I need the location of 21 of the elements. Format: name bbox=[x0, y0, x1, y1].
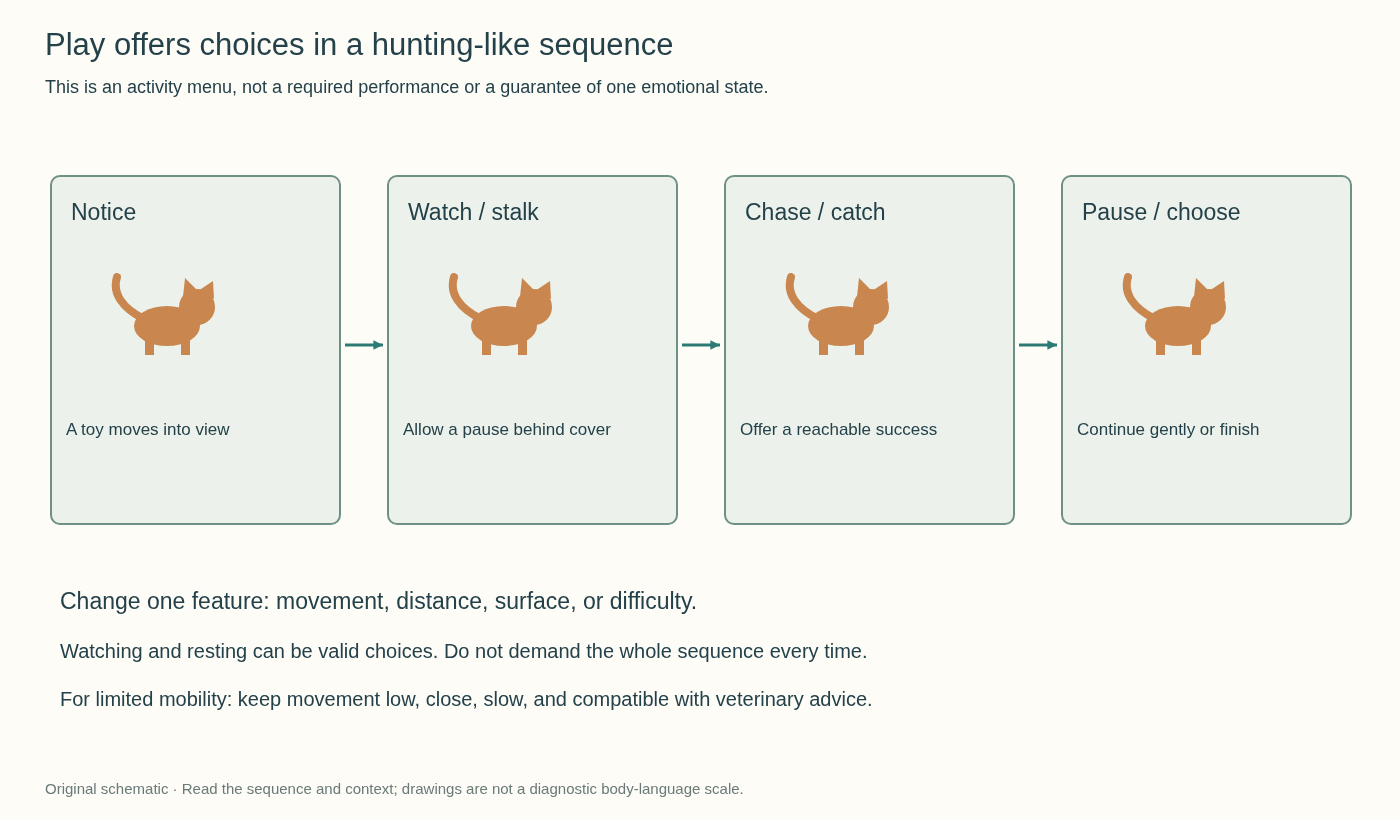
note-text: Watching and resting can be valid choices. Do not demand the whole sequence every time. bbox=[60, 640, 868, 663]
card-text: Offer a reachable success bbox=[740, 420, 938, 440]
subtitle: This is an activity menu, not a required performance or a guarantee of one emotional state. bbox=[45, 77, 769, 98]
card-heading: Watch / stalk bbox=[408, 199, 539, 226]
note-text: For limited mobility: keep movement low, close, slow, and compatible with veterinary advice. bbox=[60, 688, 873, 711]
card-heading: Pause / choose bbox=[1082, 199, 1241, 226]
card-heading: Chase / catch bbox=[745, 199, 886, 226]
diagram-title: Play offers choices in a hunting-like sequence bbox=[45, 27, 674, 63]
card-text: A toy moves into view bbox=[66, 420, 230, 440]
arrow bbox=[345, 340, 383, 350]
step-card bbox=[724, 175, 1015, 525]
card-text: Allow a pause behind cover bbox=[403, 420, 611, 440]
footnote: Original schematic · Read the sequence and context; drawings are not a diagnostic body-language scale. bbox=[45, 780, 744, 797]
card-heading: Notice bbox=[71, 199, 137, 226]
arrow bbox=[1019, 340, 1057, 350]
card-text: Continue gently or finish bbox=[1077, 420, 1260, 440]
step-card bbox=[387, 175, 678, 525]
arrow bbox=[682, 340, 720, 350]
step-card bbox=[1061, 175, 1352, 525]
note-heading: Change one feature: movement, distance, surface, or difficulty. bbox=[60, 588, 698, 615]
step-card bbox=[50, 175, 341, 525]
